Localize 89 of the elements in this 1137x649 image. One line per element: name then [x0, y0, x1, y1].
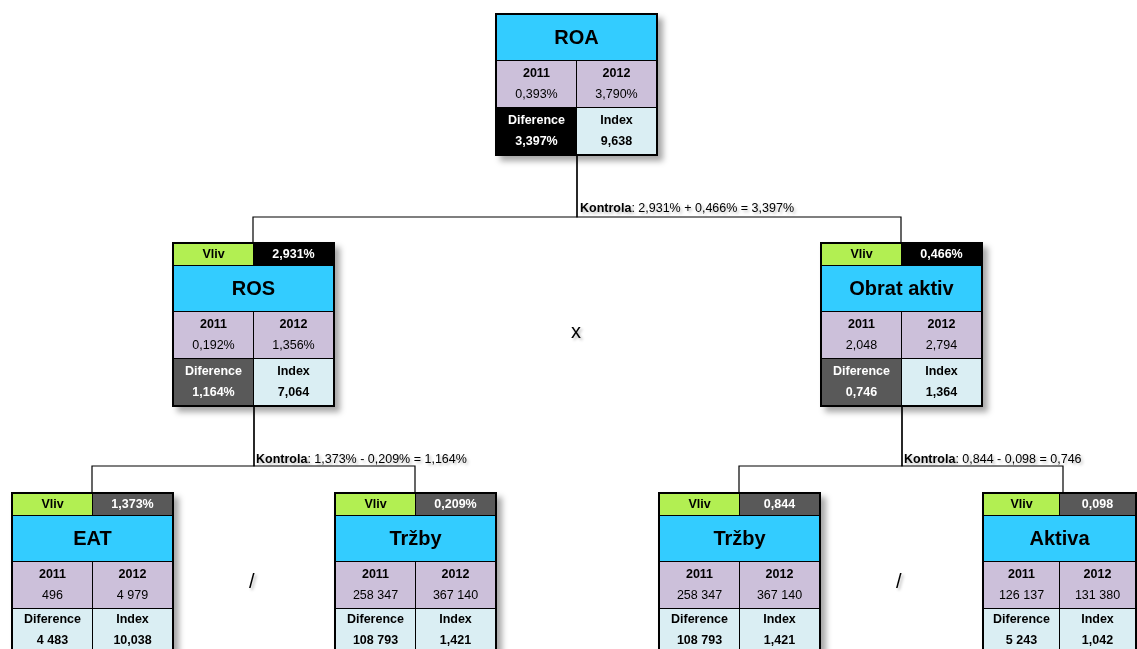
check-note: Kontrola: 2,931% + 0,466% = 3,397%	[580, 201, 794, 215]
influence-value: 2,931%	[272, 246, 315, 263]
year-label: 2012	[927, 316, 956, 333]
difference-value: 108 793	[352, 632, 399, 649]
influence-value: 0,466%	[920, 246, 963, 263]
index-value: 7,064	[277, 384, 310, 401]
operator-sign: x	[571, 320, 581, 343]
year-label: 2012	[441, 566, 470, 583]
index-label: Index	[439, 611, 472, 628]
year-value: 126 137	[998, 587, 1045, 604]
year-value: 131 380	[1074, 587, 1121, 604]
indicator-title: Tržby	[713, 527, 766, 550]
year-label: 2011	[847, 316, 876, 333]
index-label: Index	[116, 611, 149, 628]
influence-value: 1,373%	[111, 496, 154, 513]
year-value: 258 347	[352, 587, 399, 604]
year-label: 2012	[1083, 566, 1112, 583]
indicator-box	[820, 242, 983, 407]
indicator-title: Aktiva	[1029, 527, 1090, 550]
year-value: 3,790%	[595, 86, 638, 103]
indicator-title: ROA	[554, 26, 599, 49]
difference-value: 5 243	[1005, 632, 1038, 649]
influence-label: Vliv	[202, 246, 225, 263]
indicator-box	[11, 492, 174, 649]
year-label: 2011	[522, 65, 551, 82]
index-value: 10,038	[113, 632, 152, 649]
year-value: 367 140	[432, 587, 479, 604]
indicator-box	[982, 492, 1137, 649]
index-label: Index	[277, 363, 310, 380]
index-label: Index	[925, 363, 958, 380]
operator-sign: /	[249, 570, 255, 593]
index-label: Index	[600, 112, 633, 129]
year-label: 2011	[361, 566, 390, 583]
indicator-title: ROS	[231, 277, 276, 300]
year-label: 2012	[118, 566, 147, 583]
difference-label: Diference	[24, 611, 81, 628]
year-label: 2011	[685, 566, 714, 583]
indicator-box	[495, 13, 658, 156]
year-value: 2,048	[845, 337, 878, 354]
year-value: 4 979	[116, 587, 149, 604]
index-value: 1,421	[439, 632, 472, 649]
index-label: Index	[1081, 611, 1114, 628]
indicator-box	[658, 492, 821, 649]
year-label: 2012	[279, 316, 308, 333]
influence-label: Vliv	[364, 496, 387, 513]
year-value: 1,356%	[272, 337, 315, 354]
influence-label: Vliv	[850, 246, 873, 263]
year-label: 2012	[765, 566, 794, 583]
year-value: 258 347	[676, 587, 723, 604]
indicator-box	[172, 242, 335, 407]
index-value: 1,364	[925, 384, 958, 401]
difference-label: Diference	[993, 611, 1050, 628]
check-note: Kontrola: 0,844 - 0,098 = 0,746	[904, 452, 1082, 466]
index-value: 9,638	[600, 133, 633, 150]
operator-sign: /	[896, 570, 902, 593]
difference-value: 1,164%	[192, 384, 235, 401]
year-label: 2011	[199, 316, 228, 333]
year-value: 2,794	[925, 337, 958, 354]
difference-label: Diference	[671, 611, 728, 628]
connector-line	[576, 155, 902, 243]
influence-value: 0,098	[1081, 496, 1114, 513]
difference-label: Diference	[508, 112, 565, 129]
difference-label: Diference	[347, 611, 404, 628]
difference-value: 4 483	[36, 632, 69, 649]
year-label: 2011	[1007, 566, 1036, 583]
year-label: 2011	[38, 566, 67, 583]
year-value: 0,393%	[515, 86, 558, 103]
difference-value: 108 793	[676, 632, 723, 649]
indicator-title: Obrat aktiv	[849, 277, 954, 300]
influence-value: 0,844	[763, 496, 796, 513]
check-note: Kontrola: 1,373% - 0,209% = 1,164%	[256, 452, 467, 466]
indicator-title: Tržby	[389, 527, 442, 550]
influence-label: Vliv	[688, 496, 711, 513]
index-label: Index	[763, 611, 796, 628]
influence-value: 0,209%	[434, 496, 477, 513]
year-value: 367 140	[756, 587, 803, 604]
influence-label: Vliv	[1010, 496, 1033, 513]
influence-label: Vliv	[41, 496, 64, 513]
difference-label: Diference	[833, 363, 890, 380]
index-value: 1,042	[1081, 632, 1114, 649]
difference-value: 3,397%	[515, 133, 558, 150]
index-value: 1,421	[763, 632, 796, 649]
indicator-title: EAT	[73, 527, 112, 550]
year-label: 2012	[602, 65, 631, 82]
year-value: 496	[42, 587, 63, 604]
year-value: 0,192%	[192, 337, 235, 354]
difference-value: 0,746	[845, 384, 878, 401]
difference-label: Diference	[185, 363, 242, 380]
indicator-box	[334, 492, 497, 649]
